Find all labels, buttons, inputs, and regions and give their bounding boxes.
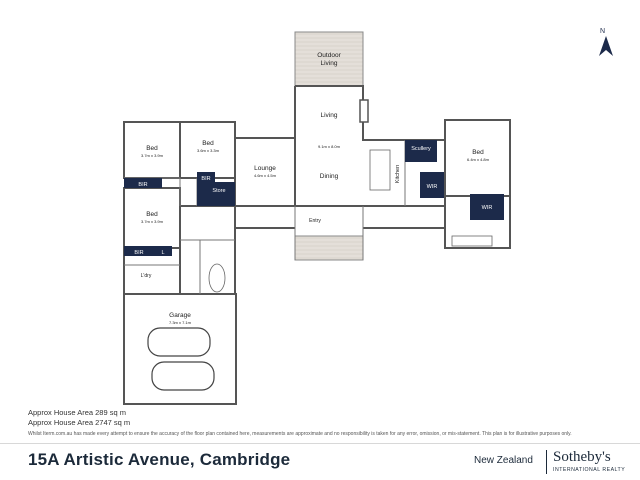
vanity-icon bbox=[451, 235, 493, 247]
wir-2-block bbox=[470, 194, 504, 220]
wir-1-label: WIR bbox=[427, 184, 438, 190]
bir-1-block bbox=[124, 178, 162, 188]
disclaimer-text: Whilst Iterm.com.au has made every attem… bbox=[28, 431, 572, 437]
bir-3-label: BIR bbox=[134, 250, 143, 256]
linen-block bbox=[154, 246, 172, 256]
north-label: N bbox=[600, 28, 605, 35]
bed-master-label: Bed bbox=[472, 149, 484, 156]
bed-master-dims: 6.4m x 4.8m bbox=[467, 157, 490, 162]
bir-2-label: BIR bbox=[201, 176, 210, 182]
bir-3-block bbox=[124, 246, 154, 256]
dining-label: Dining bbox=[320, 173, 339, 180]
store-label: Store bbox=[212, 188, 225, 194]
garage-label: Garage bbox=[169, 312, 191, 319]
bir-1-label: BIR bbox=[138, 182, 147, 188]
outdoor-living-label-2: Living bbox=[321, 60, 338, 67]
outdoor-living-deck bbox=[294, 31, 364, 87]
linen-label: L bbox=[161, 250, 164, 256]
lounge-dims: 4.6m x 4.5m bbox=[254, 173, 277, 178]
kitchen-island bbox=[369, 149, 391, 191]
bed-3-label: Bed bbox=[146, 211, 158, 218]
property-address: 15A Artistic Avenue, Cambridge bbox=[28, 450, 291, 469]
front-deck bbox=[294, 235, 364, 261]
car-icons bbox=[147, 327, 215, 391]
store-block bbox=[197, 182, 235, 206]
bath-icon bbox=[208, 263, 226, 293]
bed-2-label: Bed bbox=[202, 140, 214, 147]
entry-label: Entry bbox=[309, 218, 321, 224]
bed-2-dims: 3.6m x 3.3m bbox=[197, 148, 220, 153]
region-label: New Zealand bbox=[474, 455, 533, 466]
bed-1-dims: 3.7m x 3.9m bbox=[141, 153, 164, 158]
sothebys-logo: Sotheby's bbox=[553, 449, 611, 465]
laundry-label: L'dry bbox=[141, 273, 152, 279]
north-arrow-icon: N bbox=[599, 28, 613, 56]
scullery-block bbox=[405, 140, 437, 162]
bed-3-dims: 3.7m x 3.9m bbox=[141, 219, 164, 224]
feature-column bbox=[359, 99, 369, 123]
house-area-text-2: Approx House Area 2747 sq m bbox=[28, 418, 131, 427]
garage-dims: 7.3m x 7.1m bbox=[169, 320, 192, 325]
scullery-label: Scullery bbox=[411, 146, 431, 152]
lounge-label: Lounge bbox=[254, 165, 276, 172]
floor-plan: Outdoor Living Living 9.1m x 8.0m Dining… bbox=[123, 31, 511, 405]
brand-divider bbox=[546, 450, 547, 474]
dining-dims: 9.1m x 8.0m bbox=[318, 144, 341, 149]
bed-1-label: Bed bbox=[146, 145, 158, 152]
house-area-text: Approx House Area 289 sq m bbox=[28, 408, 126, 417]
wir-1-block bbox=[420, 172, 444, 198]
outdoor-living-label-1: Outdoor bbox=[317, 52, 341, 59]
footer-divider bbox=[0, 443, 640, 444]
sothebys-subtitle: INTERNATIONAL REALTY bbox=[553, 467, 626, 473]
bir-2-block bbox=[197, 172, 215, 182]
kitchen-label: Kitchen bbox=[395, 165, 401, 183]
wir-2-label: WIR bbox=[482, 205, 493, 211]
living-label: Living bbox=[321, 112, 338, 119]
